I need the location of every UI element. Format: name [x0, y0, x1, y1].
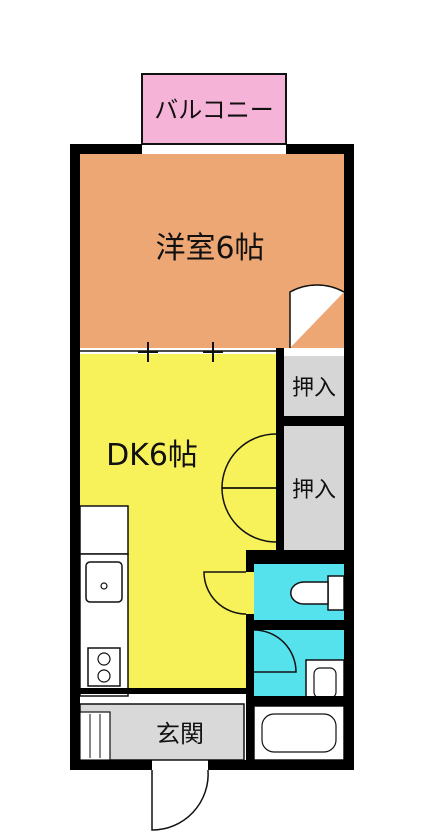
stove-icon: [87, 647, 121, 687]
wall-toilet-left-upper: [246, 550, 254, 572]
toilet-bowl-icon: [290, 581, 329, 605]
wall-top-left: [70, 144, 142, 154]
washroom-door-swing: [253, 629, 297, 673]
kitchen-counter: [79, 505, 129, 555]
burner-icon: [97, 669, 111, 683]
wall-bath-top: [254, 696, 344, 706]
sink-drain-icon: [100, 582, 108, 590]
western-room-door-swing: [289, 284, 345, 348]
balcony: バルコニー: [141, 73, 287, 145]
wall-bath-left: [246, 614, 254, 760]
closet-door-swing: [221, 487, 277, 543]
wall-bottom-left: [70, 760, 152, 770]
western-room: 洋室6帖: [80, 154, 345, 348]
wall-left: [70, 144, 80, 770]
walls: [70, 144, 354, 770]
wall-right: [344, 144, 354, 770]
washroom-door-swing: [203, 571, 247, 615]
western-room-label: 洋室6帖: [155, 231, 264, 266]
wall-top-right: [286, 144, 354, 154]
wall-closet-divider: [276, 416, 344, 426]
toilet-tank-icon: [327, 575, 345, 611]
closet-door-swing: [221, 433, 277, 489]
wall-closet-left: [276, 348, 284, 556]
dk-label: DK6帖: [106, 438, 198, 473]
entrance: 玄関: [79, 703, 245, 761]
closet-small-label: 押入: [292, 376, 336, 401]
wall-bottom-right: [208, 760, 354, 770]
kitchen: [79, 505, 129, 697]
wall-toilet-bottom: [254, 620, 344, 630]
washbasin-bowl-icon: [313, 667, 337, 699]
balcony-area: [141, 73, 287, 145]
closet-large-area: [284, 426, 344, 550]
entrance-label: 玄関: [156, 720, 204, 748]
bathtub-basin-icon: [261, 713, 337, 753]
closet-small: 押入: [284, 356, 344, 416]
balcony-label: バルコニー: [154, 96, 274, 124]
bathroom: [253, 705, 345, 761]
closet-large: 押入: [284, 426, 344, 550]
sink-icon: [85, 561, 123, 603]
closet-small-area: [284, 356, 344, 416]
shoe-cabinet-icon: [79, 711, 111, 761]
wall-toilet-top: [246, 550, 344, 564]
entrance-door-swing: [151, 769, 209, 831]
burner-icon: [97, 652, 111, 666]
toilet: [254, 564, 345, 620]
wall-entrance-top: [80, 688, 246, 694]
closet-large-label: 押入: [292, 478, 336, 503]
